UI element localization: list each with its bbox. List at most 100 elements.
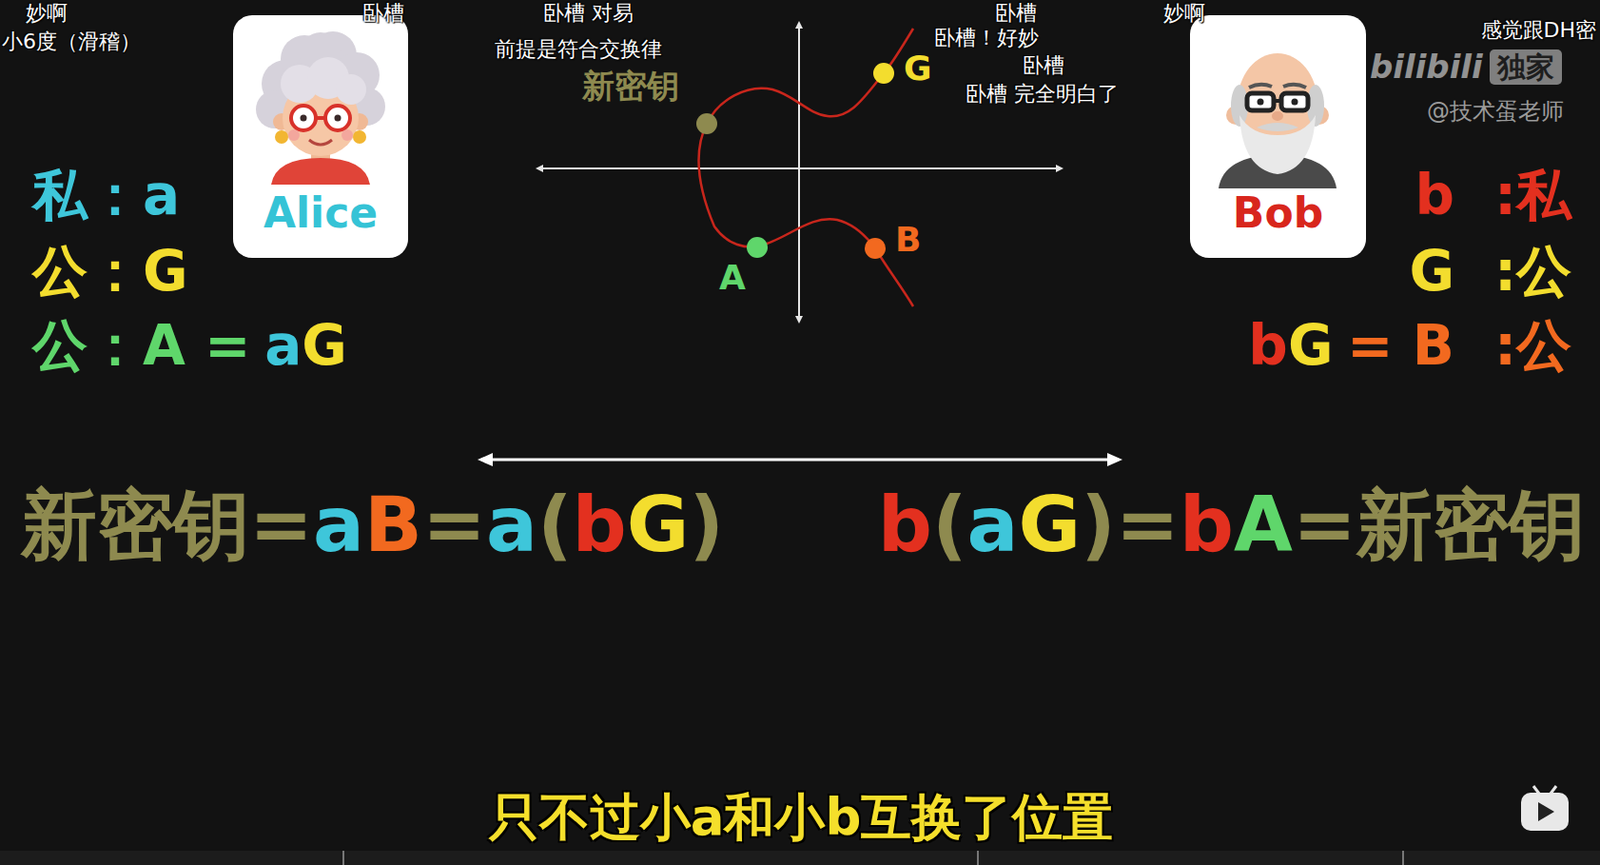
formula-term: G <box>1287 317 1334 373</box>
formula-term: ( <box>932 487 968 564</box>
formula-row: b(aG)=bA=新密钥 <box>878 487 1585 564</box>
formula-term: 公：A = <box>32 317 252 373</box>
formula-row: b <box>1414 167 1455 223</box>
formula-term: G <box>301 317 348 373</box>
bob-figure-part <box>1291 98 1299 106</box>
alice-figure-part <box>341 129 353 141</box>
formula-term: b <box>1179 487 1234 564</box>
formula-term: a <box>264 317 302 373</box>
alice-figure-part <box>300 115 308 122</box>
formula-term: = B <box>1346 317 1455 373</box>
bob-figure-part <box>1283 84 1307 88</box>
subtitle: 只不过小a和小b互换了位置 <box>488 789 1114 845</box>
danmaku-comment: 妙啊 <box>25 1 68 25</box>
danmaku-comment: 感觉跟DH密 <box>1481 19 1597 42</box>
elliptic-curve <box>699 28 914 307</box>
alice-figure-part <box>274 130 289 144</box>
double-arrow-part <box>488 458 1112 462</box>
alice-card-part <box>233 15 409 258</box>
formula-term: ( <box>537 487 573 564</box>
formula-term: :私 <box>1494 167 1572 223</box>
danmaku-comment: 前提是符合交换律 <box>494 38 663 61</box>
point-label: 新密钥 <box>582 68 680 104</box>
formula-row: 公：A =aG <box>32 317 348 373</box>
alice-figure-part <box>352 130 367 144</box>
formula-term: 私：a <box>32 167 180 223</box>
formula-row: 私：a <box>32 167 180 223</box>
player-progress-bar <box>0 850 1600 865</box>
formula-row: :私 <box>1494 167 1572 223</box>
tv-icon-part <box>1538 801 1555 821</box>
formula-row: :公 <box>1494 317 1572 373</box>
coordinate-axes-part <box>1055 164 1064 173</box>
formula-term: a <box>312 487 365 564</box>
alice-figure-part <box>288 129 300 141</box>
danmaku-comment: 卧槽 <box>995 1 1037 25</box>
point-label: A <box>719 258 746 297</box>
watermark: @技术蛋老师 <box>1426 98 1564 124</box>
player-progress-bar-part <box>976 850 979 865</box>
formula-term: 公：G <box>32 243 189 299</box>
formula-term: )= <box>1080 487 1180 564</box>
formula-row: 新密钥=aB=a(bG) <box>20 487 724 564</box>
formula-term: B <box>364 487 423 564</box>
player-progress-bar-part <box>1402 850 1405 865</box>
player-progress-bar-part <box>0 850 1600 865</box>
curve-points-part <box>746 236 768 258</box>
double-arrow-part <box>477 452 493 467</box>
formula-term: b <box>1248 317 1288 373</box>
curve-points-part <box>696 113 718 135</box>
formula-row: G <box>1408 243 1455 299</box>
alice-figure-part <box>315 116 326 120</box>
formula-term: :公 <box>1494 243 1572 299</box>
coordinate-axes <box>535 20 1064 324</box>
formula-term: b <box>572 487 627 564</box>
formula-row: :公 <box>1494 243 1572 299</box>
alice-card <box>233 15 409 258</box>
formula-term: b <box>1414 167 1455 223</box>
alice-figure-part <box>271 157 371 185</box>
watermark: 独家 <box>1489 49 1562 85</box>
bob-figure <box>1218 53 1337 189</box>
formula-term: = <box>422 487 487 564</box>
alice-figure-part <box>335 74 367 105</box>
character-card: Alice <box>233 15 409 258</box>
bob-card-part <box>1190 15 1366 258</box>
tv-icon-part <box>1521 792 1569 831</box>
curve-points <box>696 62 895 259</box>
elliptic-curve-part <box>699 28 914 307</box>
curve-points-part <box>873 62 895 84</box>
player-progress-bar-part <box>342 850 345 865</box>
danmaku-comment: 卧槽 对易 <box>543 1 634 25</box>
formula-term: G <box>626 487 690 564</box>
character-name: Bob <box>1190 192 1366 235</box>
formula-row: bG= B <box>1248 317 1455 373</box>
bob-figure-part <box>1281 93 1308 111</box>
formula-term: a <box>967 487 1019 564</box>
bob-figure-part <box>1271 111 1284 121</box>
formula-term: G <box>1408 243 1455 299</box>
bob-card <box>1190 15 1366 258</box>
tv-icon-part <box>1550 785 1557 794</box>
coordinate-axes-part <box>535 164 544 173</box>
watermark: bilibili <box>1369 49 1483 85</box>
bob-figure-part <box>1256 122 1299 132</box>
formula-term: A <box>1233 487 1293 564</box>
double-arrow-part <box>1107 452 1123 467</box>
danmaku-comment: 卧槽 完全明白了 <box>965 82 1119 106</box>
alice-figure-part <box>334 115 342 122</box>
formula-term: a <box>486 487 538 564</box>
bob-figure-part <box>1257 98 1265 106</box>
coordinate-axes-part <box>795 315 803 324</box>
tv-icon <box>1521 785 1569 831</box>
coordinate-axes-part <box>798 22 800 322</box>
formula-term: ) <box>689 487 725 564</box>
danmaku-comment: 卧槽 <box>362 1 405 25</box>
curve-points-part <box>864 237 886 259</box>
danmaku-comment: 卧槽 <box>1022 54 1065 78</box>
formula-term: :公 <box>1494 317 1572 373</box>
alice-figure <box>255 31 386 185</box>
point-label: B <box>895 220 921 259</box>
bob-figure-part <box>1273 98 1282 103</box>
